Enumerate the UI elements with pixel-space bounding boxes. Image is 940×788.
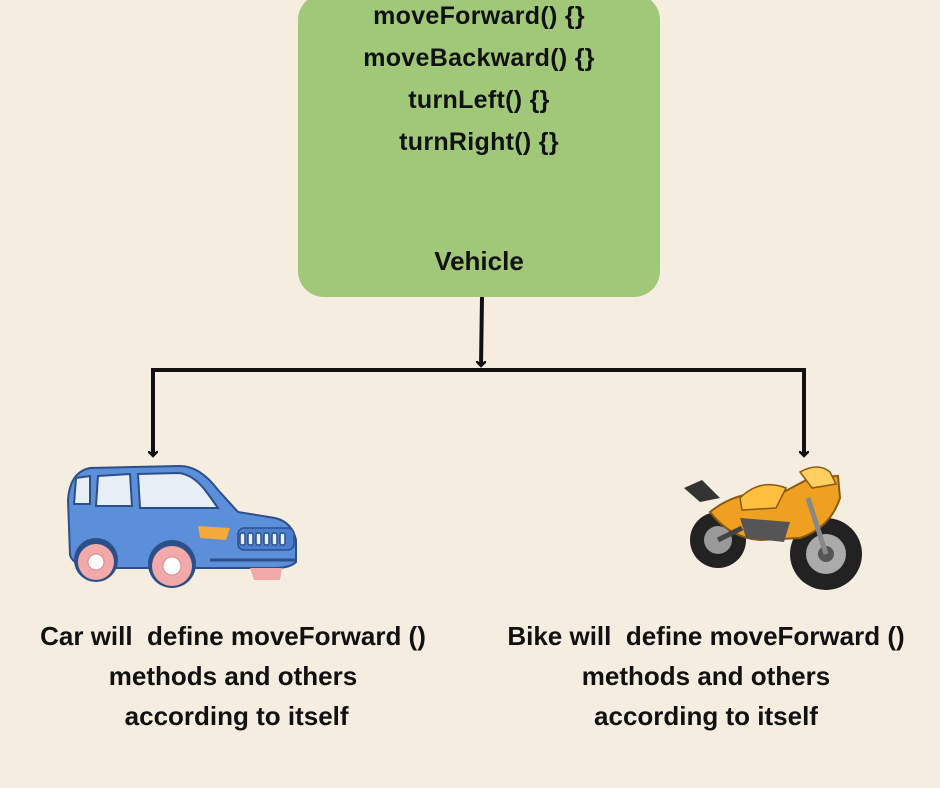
car-image [66, 464, 297, 588]
car-caption-line-3: according to itself [117, 701, 349, 731]
bike-caption-line-1: Bike will define moveForward () [507, 621, 905, 651]
method-move-backward: moveBackward() {} [363, 44, 595, 72]
bike-caption-line-2: methods and others [581, 661, 831, 691]
vehicle-class-title: Vehicle [434, 246, 524, 276]
car-caption-line-2: methods and others [108, 661, 358, 691]
vehicle-down-arrow [481, 296, 482, 366]
car-caption-line-1: Car will define moveForward () [40, 621, 426, 651]
method-move-forward: moveForward() {} [373, 2, 585, 30]
bike-caption-line-3: according to itself [594, 701, 818, 731]
method-turn-left: turnLeft() {} [408, 86, 550, 114]
bike-image [684, 466, 862, 590]
method-turn-right: turnRight() {} [399, 128, 559, 156]
car-caption: Car will define moveForward () methods a… [3, 616, 463, 736]
bike-caption: Bike will define moveForward () methods … [476, 616, 936, 736]
vehicle-class-box: moveForward() {} moveBackward() {} turnL… [298, 0, 660, 297]
